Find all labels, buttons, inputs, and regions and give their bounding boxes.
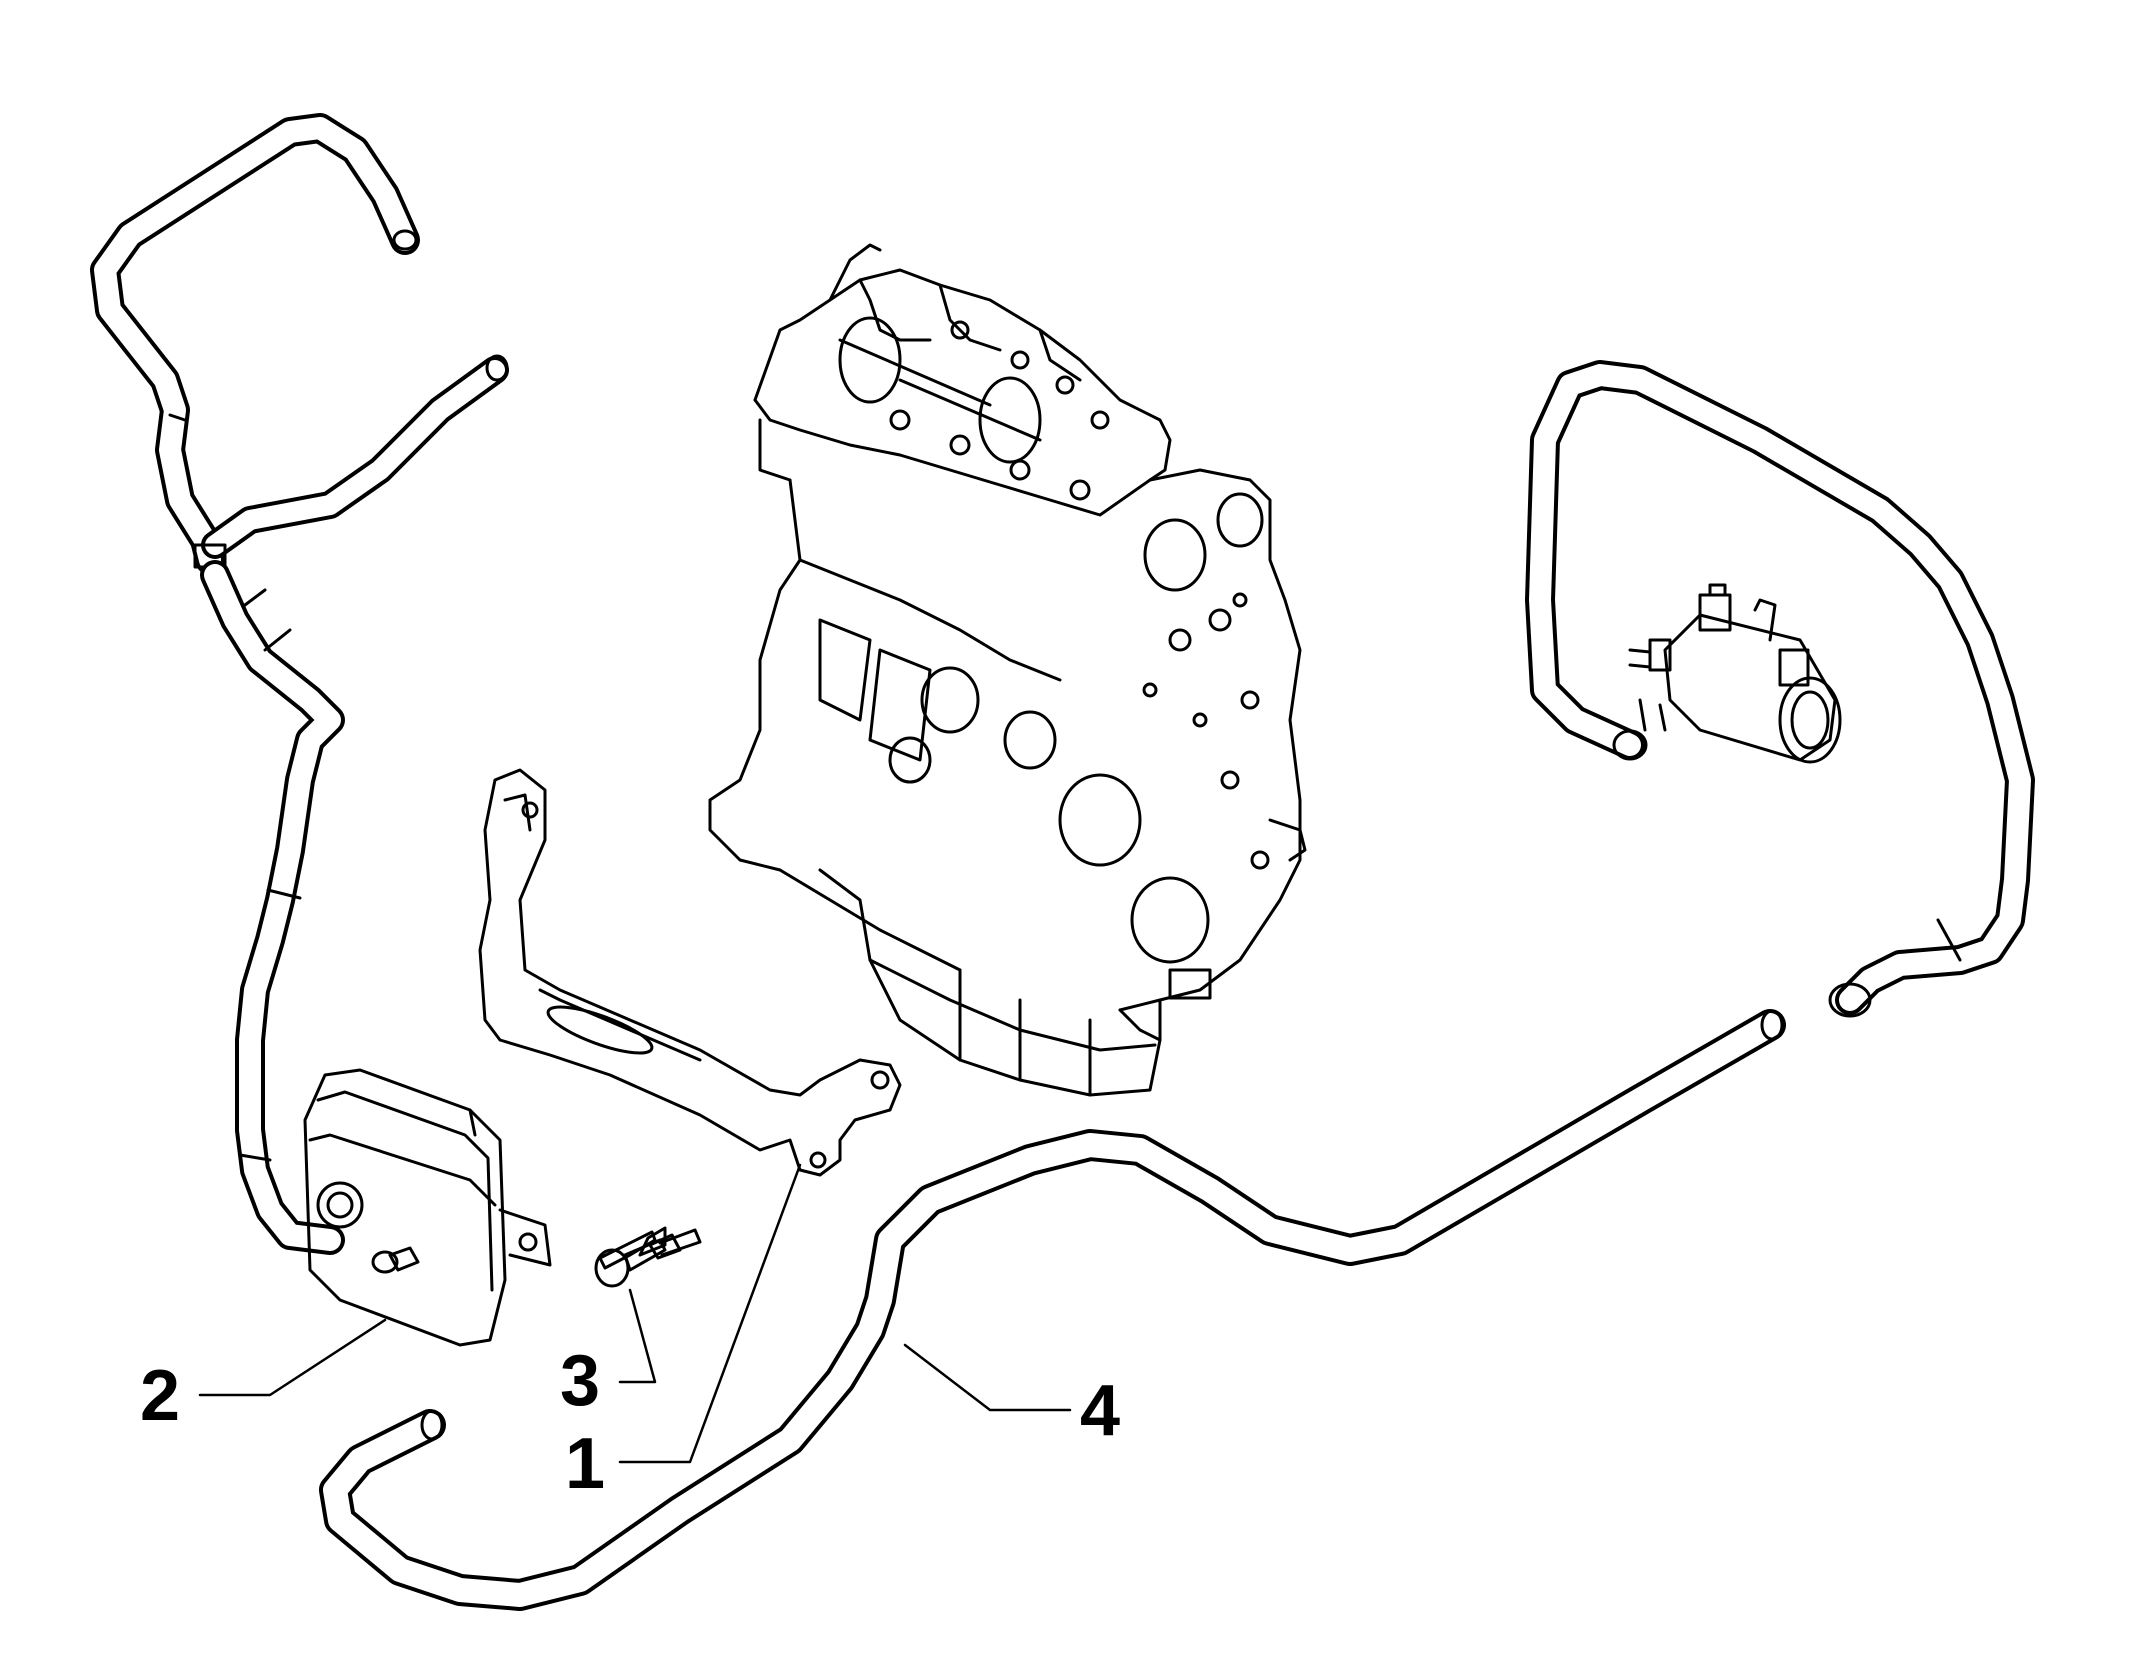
bolt-icon <box>594 1226 702 1288</box>
bracket-icon <box>478 768 902 1177</box>
leader-line-1 <box>618 1163 802 1464</box>
leader-line-3 <box>618 1288 657 1384</box>
breather-hose-upper-icon <box>90 113 509 1255</box>
callout-4: 4 <box>1080 1371 1120 1451</box>
leader-line-4 <box>903 1343 1072 1412</box>
leader-lines <box>198 1163 1072 1464</box>
callout-1: 1 <box>565 1424 605 1504</box>
solenoid-valve-icon <box>1628 583 1842 764</box>
callout-2: 2 <box>140 1356 180 1436</box>
oil-separator-icon <box>303 1068 552 1347</box>
leader-line-2 <box>198 1318 387 1397</box>
hose-icon <box>319 1009 1786 1611</box>
engine-block-icon <box>708 243 1307 1097</box>
right-hose-icon <box>1525 360 2035 1018</box>
callout-3: 3 <box>560 1341 600 1421</box>
